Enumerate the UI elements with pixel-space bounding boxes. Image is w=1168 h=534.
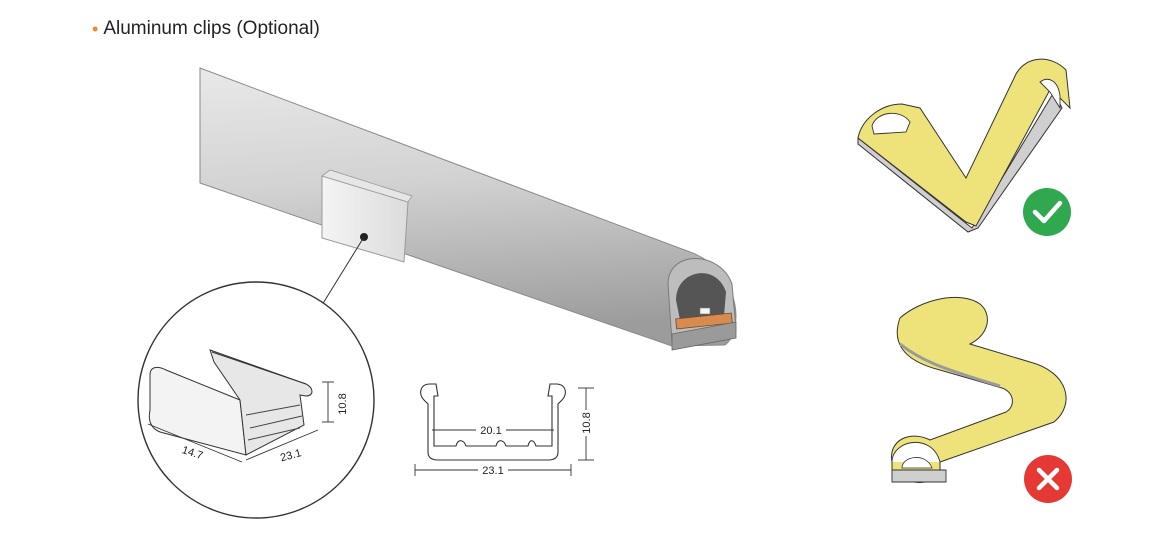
cross-icon — [1024, 455, 1072, 503]
clip-on-tube — [321, 169, 413, 306]
profile-inner-width-label: 20.1 — [480, 425, 501, 437]
correct-bend-illustration — [857, 58, 1071, 233]
neon-tube — [199, 67, 737, 351]
section-heading: • Aluminum clips (Optional) — [92, 18, 320, 40]
heading-text: Aluminum clips (Optional) — [103, 18, 320, 39]
incorrect-bend-illustration — [891, 296, 1067, 483]
clip-height-label: 10.8 — [337, 393, 349, 414]
profile-height-label: 10.8 — [581, 412, 593, 433]
clip-profile-drawing: 20.1 23.1 10.8 — [414, 383, 594, 477]
clip-width-label: 23.1 — [279, 447, 303, 464]
profile-outer-width-label: 23.1 — [482, 465, 503, 477]
check-icon — [1023, 188, 1071, 236]
clip-detail-circle: 14.7 23.1 10.8 — [137, 281, 375, 519]
heading-bullet: • — [92, 19, 99, 39]
